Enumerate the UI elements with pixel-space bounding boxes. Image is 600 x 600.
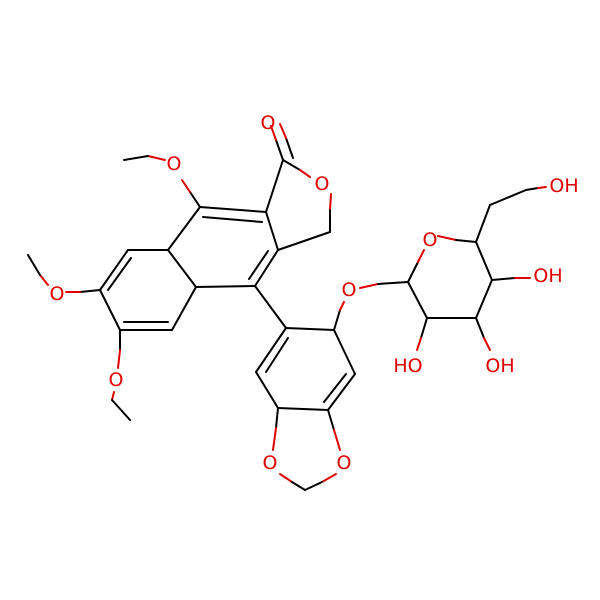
oxygen-bond-network (27, 123, 547, 491)
hydroxyl-c4-label: OH (533, 265, 562, 287)
atom-labels: O O O O O O O O O OH OH HO OH (50, 112, 579, 474)
bond-network (99, 159, 527, 411)
methoxy-left-oxygen-label: O (50, 283, 65, 305)
ketone-oxygen-label: O (261, 112, 276, 134)
lactone-oxygen-label: O (315, 173, 330, 195)
sugar-ring-oxygen-label: O (423, 229, 438, 251)
dioxole-oxygen-right-label: O (337, 452, 352, 474)
dioxole-oxygen-left-label: O (263, 452, 278, 474)
methoxy-bottom-oxygen-label: O (109, 369, 124, 391)
glycosidic-oxygen-label: O (342, 279, 357, 301)
hydroxyl-c2-label: HO (393, 355, 422, 377)
methoxy-top-oxygen-label: O (167, 153, 182, 175)
hydroxyl-c3-label: OH (485, 355, 514, 377)
hydroxyl-ch2oh-label: OH (549, 175, 578, 197)
